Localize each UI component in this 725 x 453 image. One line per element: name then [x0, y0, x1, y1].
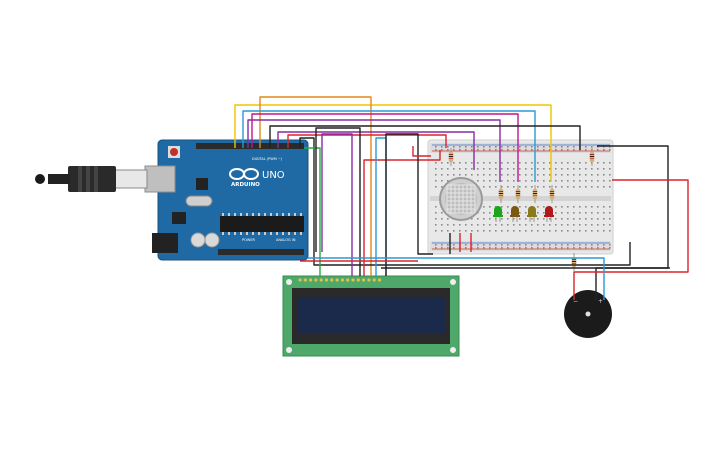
- wire[interactable]: [247, 119, 501, 182]
- arduino-uno-board[interactable]: ARDUINO UNO DIGITAL (PWM ~) POWER ANALOG…: [144, 139, 309, 261]
- leds[interactable]: [493, 206, 554, 222]
- arduino-model-label: UNO: [262, 170, 285, 181]
- led[interactable]: [527, 206, 537, 222]
- wires[interactable]: [234, 96, 689, 300]
- piezo-buzzer-icon[interactable]: − +: [564, 290, 612, 338]
- resistor[interactable]: [532, 185, 538, 203]
- wire[interactable]: [321, 133, 353, 276]
- lcd-screen: [297, 297, 445, 333]
- wire[interactable]: [573, 179, 689, 300]
- led[interactable]: [544, 206, 554, 222]
- resistor[interactable]: [589, 148, 595, 166]
- wire[interactable]: [251, 113, 519, 182]
- wire[interactable]: [304, 147, 321, 276]
- wire[interactable]: [412, 146, 431, 157]
- wire[interactable]: [269, 125, 581, 150]
- resistors[interactable]: [448, 148, 595, 271]
- wire[interactable]: [259, 96, 372, 276]
- svg-text:+: +: [598, 298, 603, 305]
- wire[interactable]: [375, 137, 387, 276]
- led[interactable]: [493, 206, 503, 222]
- wire[interactable]: [287, 134, 447, 148]
- resistor[interactable]: [549, 185, 555, 203]
- resistor[interactable]: [515, 185, 521, 203]
- led[interactable]: [510, 206, 520, 222]
- arduino-brand-label: ARDUINO: [231, 182, 260, 188]
- svg-text:−: −: [573, 298, 578, 305]
- analog-header-label: ANALOG IN: [276, 238, 296, 242]
- digital-header-label: DIGITAL (PWM ~): [252, 157, 283, 161]
- resistor[interactable]: [498, 185, 504, 203]
- wire[interactable]: [242, 110, 536, 182]
- wire[interactable]: [234, 104, 552, 182]
- wire[interactable]: [315, 127, 361, 276]
- wire[interactable]: [299, 137, 631, 266]
- usb-cable-icon[interactable]: [35, 166, 148, 192]
- power-header-label: POWER: [242, 238, 256, 242]
- wire[interactable]: [308, 257, 605, 300]
- resistor[interactable]: [448, 148, 454, 166]
- lcd-display[interactable]: [282, 275, 460, 357]
- wire[interactable]: [385, 133, 433, 276]
- wire[interactable]: [363, 150, 441, 276]
- gas-sensor-icon[interactable]: [439, 177, 483, 221]
- arduino-logo-icon: [229, 168, 259, 180]
- wire[interactable]: [277, 131, 475, 170]
